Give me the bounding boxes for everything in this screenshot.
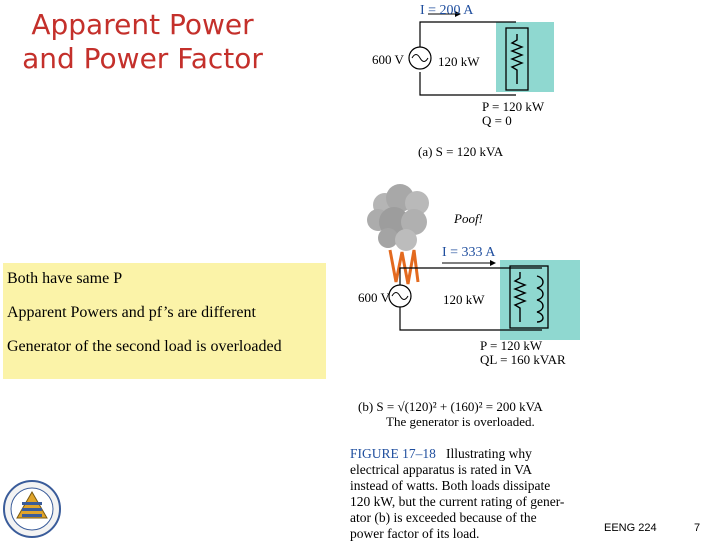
circuit-a: I = 200 A 600 V 120 kW P = 120 kW Q = 0 … [372,3,554,159]
caption-line-1: Illustrating why [446,446,532,461]
slide-title: Apparent Power and Power Factor [0,8,285,76]
note-overloaded: Generator of the second load is overload… [7,338,282,355]
caption-line-4: 120 kW, but the current rating of gener- [350,494,565,509]
load-box-a [496,22,554,92]
fire-flame [388,249,420,285]
caption-line-2: electrical apparatus is rated in VA [350,462,533,477]
q-value-a: Q = 0 [482,113,512,128]
current-b: I = 333 A [442,245,496,260]
load-power-a: 120 kW [438,54,480,69]
page-number: 7 [694,522,701,534]
figure-label: FIGURE 17–18 [350,446,436,461]
p-value-b: P = 120 kW [480,338,543,353]
circuit-figure: I = 200 A 600 V 120 kW P = 120 kW Q = 0 … [358,3,580,429]
smoke-cloud [367,184,429,251]
source-voltage-b: 600 V [358,290,391,305]
resistor-a [510,34,524,84]
caption-line-5: ator (b) is exceeded because of the [350,510,537,525]
load-power-b: 120 kW [443,292,485,307]
circuit-b: Poof! I = 333 A 600 V 120 kW P = 120 kW … [358,184,580,429]
notes-box: Both have same P Apparent Powers and pf’… [3,263,326,379]
q-value-b: QL = 160 kVAR [480,352,566,367]
load-box-b [500,260,580,340]
title-line-2: and Power Factor [22,42,263,75]
inductor-b [536,275,544,323]
s-caption-a: (a) S = 120 kVA [418,144,504,159]
figure-caption: FIGURE 17–18 Illustrating why electrical… [350,446,590,542]
s-caption-b: (b) S = √(120)² + (160)² = 200 kVA [358,399,543,414]
p-value-a: P = 120 kW [482,99,545,114]
university-logo [3,480,61,538]
current-a: I = 200 A [420,3,474,18]
note-apparent-power: Apparent Powers and pf’s are different [7,304,256,321]
resistor-b [513,272,527,322]
note-same-p: Both have same P [7,270,123,287]
caption-line-6: power factor of its load. [350,526,480,541]
overloaded-text: The generator is overloaded. [386,414,535,429]
title-line-1: Apparent Power [31,8,254,41]
footer-course: EENG 224 [604,522,657,534]
poof-label: Poof! [453,211,483,226]
source-voltage-a: 600 V [372,52,405,67]
caption-line-3: instead of watts. Both loads dissipate [350,478,551,493]
